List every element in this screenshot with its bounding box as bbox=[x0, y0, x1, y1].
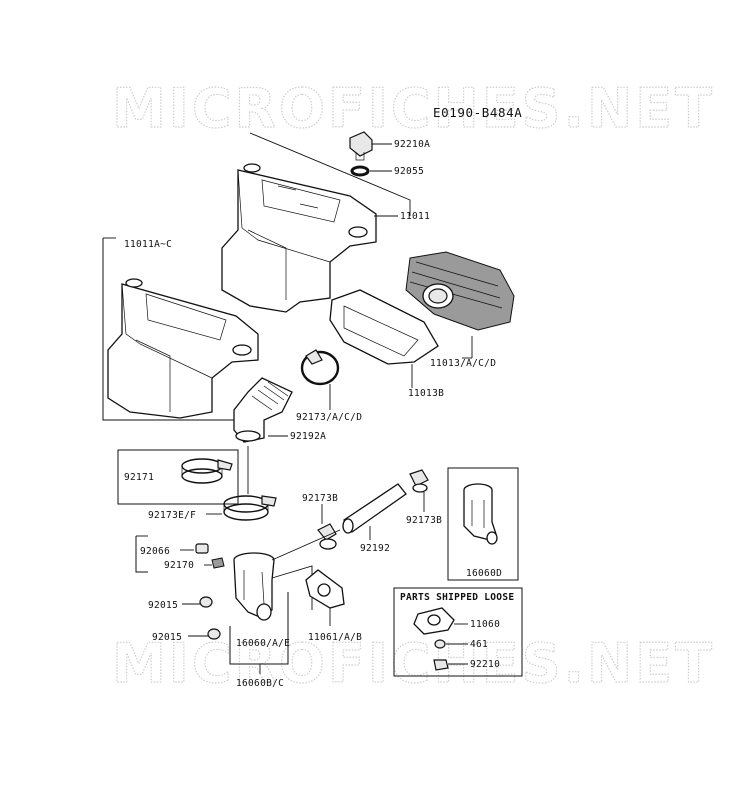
label-92173B-right: 92173B bbox=[406, 515, 442, 526]
label-11011: 11011 bbox=[400, 211, 430, 222]
part-92210-nut[interactable] bbox=[433, 659, 449, 671]
label-92173EF: 92173E/F bbox=[148, 510, 196, 521]
label-92192: 92192 bbox=[360, 543, 390, 554]
watermark-bottom: MICROFICHES.NET bbox=[112, 632, 715, 695]
part-92015-nut-upper[interactable] bbox=[199, 596, 213, 608]
label-92192A: 92192A bbox=[290, 431, 326, 442]
label-11060: 11060 bbox=[470, 619, 500, 630]
part-92173B-clamp-left[interactable] bbox=[317, 523, 337, 550]
box-16060D bbox=[447, 467, 519, 581]
box-title: PARTS SHIPPED LOOSE bbox=[400, 592, 514, 603]
diagram-code: E0190-B484A bbox=[433, 105, 522, 120]
label-16060BC: 16060B/C bbox=[236, 678, 284, 689]
part-11061-gasket[interactable] bbox=[305, 569, 345, 609]
part-11011-cover[interactable] bbox=[221, 163, 377, 313]
label-92170: 92170 bbox=[164, 560, 194, 571]
bracket-11011AC bbox=[102, 238, 258, 421]
part-92192A-elbow[interactable] bbox=[233, 377, 293, 443]
part-92173EF-clamp[interactable] bbox=[223, 495, 277, 521]
part-16060D-elbow[interactable] bbox=[463, 483, 498, 545]
label-92210: 92210 bbox=[470, 659, 500, 670]
label-92210A: 92210A bbox=[394, 139, 430, 150]
label-92173ACD: 92173/A/C/D bbox=[296, 412, 362, 423]
part-11060-gasket[interactable] bbox=[413, 607, 455, 635]
part-16060AE-elbow[interactable] bbox=[233, 552, 275, 621]
label-92171: 92171 bbox=[124, 472, 154, 483]
part-461-washer[interactable] bbox=[434, 639, 446, 649]
box-92171 bbox=[117, 449, 239, 505]
part-92015-nut-lower[interactable] bbox=[207, 628, 221, 640]
label-92015-upper: 92015 bbox=[148, 600, 178, 611]
watermark-top: MICROFICHES.NET bbox=[112, 77, 715, 140]
bracket-16060 bbox=[229, 592, 289, 665]
label-92066: 92066 bbox=[140, 546, 170, 557]
label-92055: 92055 bbox=[394, 166, 424, 177]
label-11061: 11061/A/B bbox=[308, 632, 362, 643]
part-11011AC-cover[interactable] bbox=[107, 278, 259, 419]
part-92171-clamp[interactable] bbox=[181, 458, 233, 484]
part-11013-filter[interactable] bbox=[405, 251, 515, 331]
label-92015-lower: 92015 bbox=[152, 632, 182, 643]
label-11013: 11013/A/C/D bbox=[430, 358, 496, 369]
part-11013B-precleaner[interactable] bbox=[329, 289, 439, 365]
label-11011AC: 11011A~C bbox=[124, 239, 172, 250]
label-461: 461 bbox=[470, 639, 488, 650]
part-92173-clamp[interactable] bbox=[300, 349, 340, 386]
box-parts-shipped-loose bbox=[393, 587, 523, 677]
part-92170-clip[interactable] bbox=[211, 557, 225, 569]
part-92066-plug[interactable] bbox=[195, 543, 209, 554]
part-92210A-knob[interactable] bbox=[349, 131, 373, 161]
label-16060D: 16060D bbox=[466, 568, 502, 579]
part-92173B-clamp-right[interactable] bbox=[409, 469, 429, 493]
label-11013B: 11013B bbox=[408, 388, 444, 399]
part-92055-ring[interactable] bbox=[350, 165, 370, 177]
bracket-16060-left bbox=[135, 536, 148, 573]
part-92192-hose[interactable] bbox=[342, 483, 407, 534]
label-92173B-left: 92173B bbox=[302, 493, 338, 504]
label-16060AE: 16060/A/E bbox=[236, 638, 290, 649]
